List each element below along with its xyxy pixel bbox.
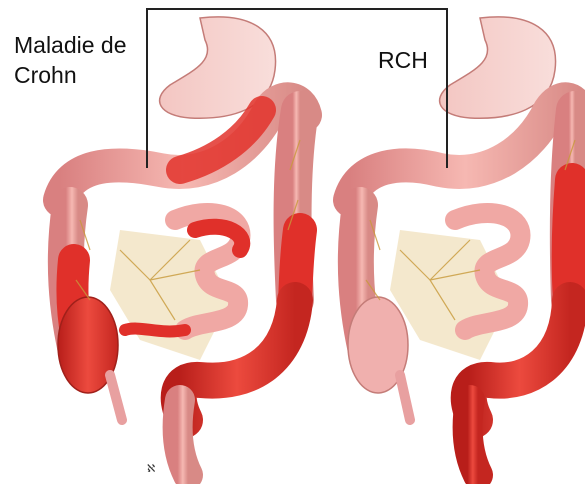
crohn-label: Maladie de Crohn [14, 30, 139, 90]
rch-rectum [468, 400, 478, 475]
rch-label: RCH [372, 45, 434, 75]
artist-signature-mark: ℵ [147, 462, 155, 475]
comparison-frame [146, 8, 448, 168]
crohn-rectum [178, 400, 188, 475]
crohn-terminal-ileum [125, 329, 185, 332]
